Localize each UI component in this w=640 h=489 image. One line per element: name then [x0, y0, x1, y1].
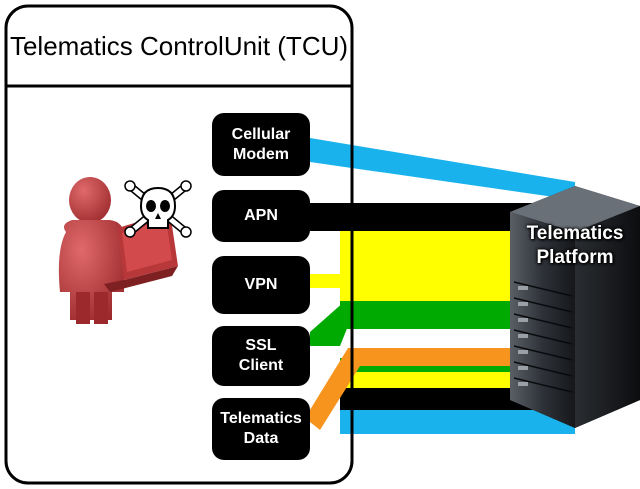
- cellular-modem-line2: Modem: [233, 145, 289, 163]
- cellular-modem-box: Cellular Modem: [212, 113, 310, 176]
- telematics-platform-label: Telematics Platform: [513, 222, 637, 270]
- cellular-link-b: [340, 410, 575, 434]
- platform-line1: Telematics: [526, 223, 624, 244]
- ssl-tap-join: [310, 301, 358, 346]
- tcu-box: [4, 4, 354, 485]
- vpn-tap: [310, 274, 350, 288]
- telematics-data-box: Telematics Data: [212, 398, 310, 460]
- tcu-title: Telematics Control Unit (TCU): [6, 6, 352, 86]
- server-rack-icon: [510, 186, 640, 428]
- apn-box: APN: [212, 190, 310, 242]
- cellular-link: [310, 138, 575, 200]
- ssl-client-line2: Client: [238, 357, 284, 374]
- ssl-client-box: SSL Client: [212, 326, 310, 386]
- tcu-title-line2: Unit (TCU): [223, 31, 349, 61]
- ssl-client-line1: SSL: [245, 337, 277, 354]
- vpn-box: VPN: [212, 256, 310, 314]
- platform-line2: Platform: [536, 247, 614, 268]
- telematics-data-line1: Telematics: [220, 410, 302, 427]
- vpn-label: VPN: [244, 276, 278, 293]
- telematics-data-line2: Data: [243, 430, 279, 447]
- cellular-modem-line1: Cellular: [231, 125, 291, 143]
- tcu-title-line1: Telematics Control: [9, 31, 224, 61]
- skull-crossbones-icon: [124, 180, 192, 238]
- apn-label: APN: [244, 207, 278, 224]
